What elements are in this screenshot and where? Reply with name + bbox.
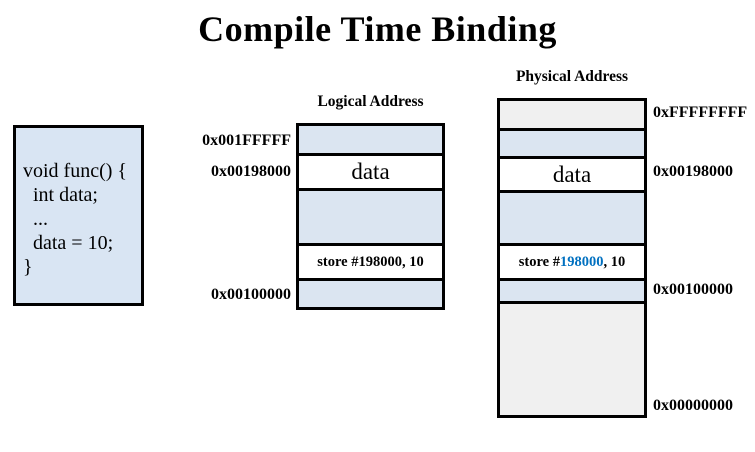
logical-data-label: data [351, 159, 390, 184]
physical-row-empty-upper [500, 131, 644, 159]
physical-memory-column: data store #198000, 10 [497, 98, 647, 418]
physical-row-store: store #198000, 10 [500, 246, 644, 281]
physical-row-empty-top [500, 101, 644, 131]
store-address-highlight: 198000 [559, 253, 604, 270]
code-line: } [23, 256, 33, 278]
logical-row-empty-top [299, 126, 442, 156]
logical-row-empty-bottom [299, 281, 442, 307]
address-label-physical-top: 0xFFFFFFFF [653, 104, 748, 121]
address-label-logical-top: 0x001FFFFF [202, 132, 291, 149]
code-box: void func() { int data; ... data = 10; } [13, 125, 144, 306]
code-line: ... [23, 208, 48, 230]
logical-row-empty-mid [299, 191, 442, 246]
address-label-physical-data: 0x00198000 [653, 163, 733, 180]
page-title: Compile Time Binding [198, 9, 557, 49]
logical-row-data: data [299, 156, 442, 191]
physical-data-label: data [552, 161, 592, 187]
store-prefix: store # [518, 253, 560, 270]
store-suffix: , 10 [603, 253, 626, 270]
code-line: void func() { [23, 160, 128, 182]
address-label-physical-mid: 0x00100000 [653, 281, 733, 298]
logical-row-store: store #198000, 10 [299, 246, 442, 281]
physical-store-instruction: store #198000, 10 [519, 254, 625, 271]
physical-row-empty-bottom [500, 304, 644, 415]
logical-address-header: Logical Address [317, 93, 424, 110]
logical-store-instruction: store #198000, 10 [317, 253, 424, 270]
physical-row-empty-lower [500, 281, 644, 304]
code-line: data = 10; [23, 232, 114, 254]
address-label-logical-bottom: 0x00100000 [211, 286, 291, 303]
address-label-logical-data: 0x00198000 [211, 163, 291, 180]
address-label-physical-bottom: 0x00000000 [653, 397, 733, 414]
code-line: int data; [23, 184, 98, 206]
logical-memory-column: data store #198000, 10 [296, 123, 445, 310]
physical-row-data: data [500, 159, 644, 193]
physical-row-empty-mid [500, 193, 644, 246]
physical-address-header: Physical Address [515, 68, 629, 85]
